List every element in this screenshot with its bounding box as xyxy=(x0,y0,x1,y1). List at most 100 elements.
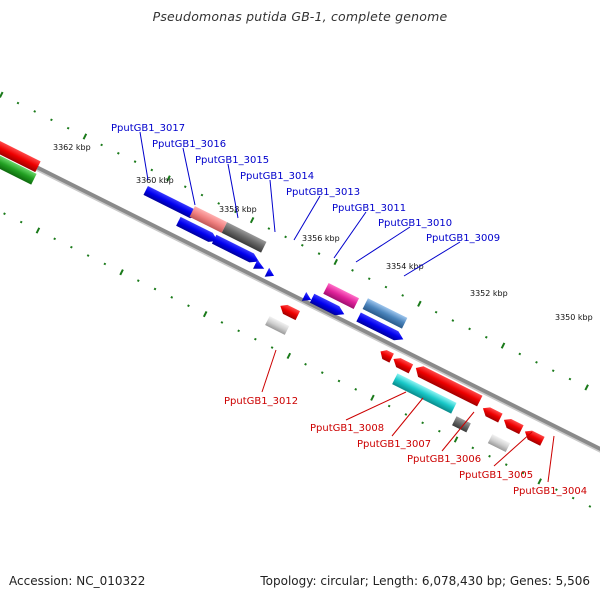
gene-3004-pseudo[interactable] xyxy=(487,434,511,453)
gene-3007[interactable] xyxy=(413,364,483,407)
label-3006[interactable]: PputGB1_3006 xyxy=(407,454,481,465)
label-3011[interactable]: PputGB1_3011 xyxy=(332,203,406,214)
label-3015[interactable]: PputGB1_3015 xyxy=(195,155,269,166)
tick-label-3358: 3358 kbp xyxy=(219,205,257,214)
scale-tick-minor xyxy=(551,369,555,373)
label-3017[interactable]: PputGB1_3017 xyxy=(111,123,185,134)
scale-tick-minor xyxy=(337,379,341,383)
scale-labels: 3362 kbp 3360 kbp 3358 kbp 3356 kbp 3354… xyxy=(53,143,593,322)
scale-tick-minor xyxy=(53,237,57,241)
leader-3006 xyxy=(441,411,475,452)
scale-tick-major xyxy=(35,227,41,234)
label-3016[interactable]: PputGB1_3016 xyxy=(152,139,226,150)
scale-tick-minor xyxy=(471,446,475,450)
scale-tick-minor xyxy=(183,185,187,189)
gene-3014[interactable] xyxy=(253,259,266,273)
label-3014[interactable]: PputGB1_3014 xyxy=(240,171,314,182)
gene-3005-pseudo[interactable] xyxy=(452,416,471,433)
scale-tick-minor xyxy=(384,285,388,289)
scale-tick-major xyxy=(333,258,339,266)
gene-3016[interactable] xyxy=(189,206,228,233)
leader-3017 xyxy=(139,131,149,181)
gene-3009[interactable] xyxy=(356,312,405,344)
gene-3005[interactable] xyxy=(480,405,503,423)
label-3013[interactable]: PputGB1_3013 xyxy=(286,187,360,198)
leader-3010 xyxy=(355,226,411,263)
scale-tick-minor xyxy=(153,287,157,291)
scale-tick-minor xyxy=(267,227,271,230)
label-3005[interactable]: PputGB1_3005 xyxy=(459,470,533,481)
gene-3012-pseudo[interactable] xyxy=(265,316,290,335)
scale-tick-minor xyxy=(451,319,455,322)
scale-tick-major xyxy=(0,91,4,98)
gene-3013[interactable] xyxy=(264,267,277,281)
gene-3015[interactable] xyxy=(221,222,267,253)
scale-tick-major xyxy=(453,436,459,443)
scale-tick-minor xyxy=(320,371,324,374)
scale-tick-minor xyxy=(571,496,575,500)
scale-tick-minor xyxy=(33,110,37,113)
feature-red-offscreen xyxy=(0,127,41,173)
scale-tick-minor xyxy=(518,352,522,356)
scale-tick-minor xyxy=(50,118,53,122)
scale-tick-major xyxy=(119,269,124,276)
leader-3012 xyxy=(261,349,277,393)
scale-tick-major xyxy=(417,300,422,307)
gene-3003[interactable] xyxy=(522,428,545,446)
label-3008[interactable]: PputGB1_3008 xyxy=(310,423,384,434)
top-gene-labels xyxy=(139,131,461,277)
leader-3007 xyxy=(391,397,424,437)
scale-tick-major xyxy=(286,352,292,360)
gene-3004[interactable] xyxy=(501,416,524,435)
scale-tick-minor xyxy=(103,262,107,266)
scale-tick-minor xyxy=(187,304,190,308)
leader-3016 xyxy=(182,147,196,206)
scale-tick-major xyxy=(500,342,506,349)
scale-tick-major xyxy=(202,310,208,318)
scale-tick-minor xyxy=(535,360,538,364)
tick-label-3350: 3350 kbp xyxy=(555,313,593,322)
accession-text: Accession: NC_010322 xyxy=(9,574,146,588)
scale-tick-minor xyxy=(86,254,90,257)
label-3010[interactable]: PputGB1_3010 xyxy=(378,218,452,229)
scale-tick-minor xyxy=(133,160,137,163)
scale-tick-major xyxy=(249,217,255,224)
scale-tick-minor xyxy=(488,454,491,458)
scale-tick-major xyxy=(166,175,171,182)
scale-ticks-top xyxy=(0,91,589,391)
gene-3006[interactable] xyxy=(392,373,457,414)
label-3007[interactable]: PputGB1_3007 xyxy=(357,439,431,450)
gene-3011-lower[interactable] xyxy=(309,293,347,319)
leader-3009 xyxy=(403,241,461,277)
scale-tick-minor xyxy=(434,310,438,314)
scale-tick-minor xyxy=(237,329,240,333)
tick-label-3354: 3354 kbp xyxy=(386,262,424,271)
scale-tick-minor xyxy=(19,220,23,224)
label-3012[interactable]: PputGB1_3012 xyxy=(224,396,298,407)
gene-3010[interactable] xyxy=(362,298,408,329)
scale-ticks-bottom xyxy=(3,212,592,508)
scale-tick-minor xyxy=(270,346,274,349)
label-3004[interactable]: PputGB1_3004 xyxy=(513,486,587,497)
bottom-gene-label-texts: PputGB1_3012 PputGB1_3008 PputGB1_3007 P… xyxy=(224,396,587,497)
gene-3016-lower[interactable] xyxy=(176,216,220,246)
gene-3008[interactable] xyxy=(391,355,414,374)
scale-tick-minor xyxy=(555,488,558,492)
leader-3005 xyxy=(493,431,533,467)
scale-tick-minor xyxy=(421,421,424,425)
gene-3011[interactable] xyxy=(323,283,360,309)
gene-3008-small[interactable] xyxy=(378,348,394,363)
gene-3012[interactable] xyxy=(278,302,301,321)
bottom-gene-labels xyxy=(261,349,555,483)
gene-3017[interactable] xyxy=(143,185,201,222)
scale-tick-minor xyxy=(401,294,405,297)
gene-3015-lower[interactable] xyxy=(211,234,261,266)
scale-tick-minor xyxy=(254,337,257,341)
leader-3015 xyxy=(227,163,239,219)
gene-3012-small[interactable] xyxy=(301,291,314,305)
leader-3013 xyxy=(293,195,321,241)
label-3009[interactable]: PputGB1_3009 xyxy=(426,233,500,244)
scale-tick-minor xyxy=(234,210,237,214)
tick-label-3352: 3352 kbp xyxy=(470,289,508,298)
